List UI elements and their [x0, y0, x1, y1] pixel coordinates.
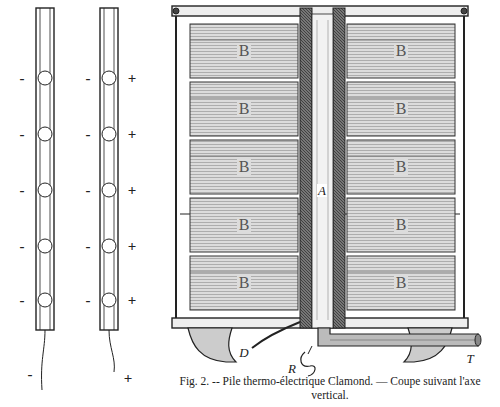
polarity-sign: +: [128, 127, 137, 142]
polarity-sign: -: [20, 71, 25, 86]
part-letter: B: [237, 159, 252, 175]
part-letter: B: [394, 217, 409, 233]
polarity-sign: +: [128, 71, 137, 86]
part-letter: R: [287, 362, 297, 375]
part-letter: B: [237, 275, 252, 291]
part-letter: B: [237, 43, 252, 59]
polarity-sign: +: [128, 183, 137, 198]
part-letter: B: [394, 43, 409, 59]
terminal-sign: -: [28, 367, 33, 382]
caption: Fig. 2. -- Pile thermo-électrique Clamon…: [175, 374, 485, 402]
polarity-sign: -: [86, 239, 91, 254]
polarity-sign: -: [86, 71, 91, 86]
small-fittings: [252, 322, 315, 376]
element-strip: [100, 8, 118, 372]
element-strip: [36, 8, 54, 390]
gas-pipe: [318, 328, 481, 346]
part-letter: A: [317, 184, 327, 197]
part-letter: B: [394, 159, 409, 175]
polarity-sign: -: [86, 127, 91, 142]
polarity-sign: +: [128, 293, 137, 308]
polarity-sign: -: [20, 239, 25, 254]
part-letter: T: [465, 352, 474, 365]
central-tube: [300, 8, 345, 328]
part-letter: B: [237, 217, 252, 233]
part-letter: D: [238, 346, 249, 359]
part-letter: B: [394, 275, 409, 291]
polarity-sign: -: [20, 293, 25, 308]
polarity-sign: -: [86, 183, 91, 198]
caption-text: Fig. 2. -- Pile thermo-électrique Clamon…: [179, 375, 480, 401]
part-letter: B: [394, 101, 409, 117]
polarity-sign: +: [128, 239, 137, 254]
polarity-sign: -: [20, 127, 25, 142]
polarity-sign: -: [20, 183, 25, 198]
part-letter: B: [237, 101, 252, 117]
polarity-sign: -: [86, 293, 91, 308]
terminal-sign: +: [124, 371, 133, 386]
pile-frame: [172, 6, 468, 362]
